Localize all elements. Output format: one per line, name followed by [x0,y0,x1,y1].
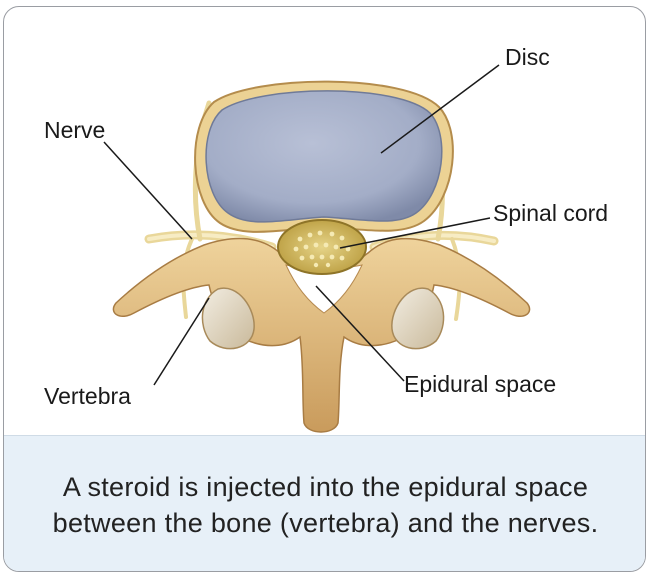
nerve-leader-line [104,142,192,239]
disc-label: Disc [505,43,550,71]
caption-text: A steroid is injected into the epidural … [26,469,626,541]
caption-box: A steroid is injected into the epidural … [4,435,646,572]
spine-illustration: Disc Nerve Spinal cord Vertebra Epidural… [4,7,646,435]
nerve-label: Nerve [44,116,105,144]
spinal-cord [278,220,366,274]
figure-card: Disc Nerve Spinal cord Vertebra Epidural… [3,6,646,572]
disc [195,82,453,232]
vertebra-label: Vertebra [44,382,131,410]
epidural-space-label: Epidural space [404,370,556,398]
spinal-cord-label: Spinal cord [493,199,608,227]
vertebra-leader-line [154,298,209,385]
